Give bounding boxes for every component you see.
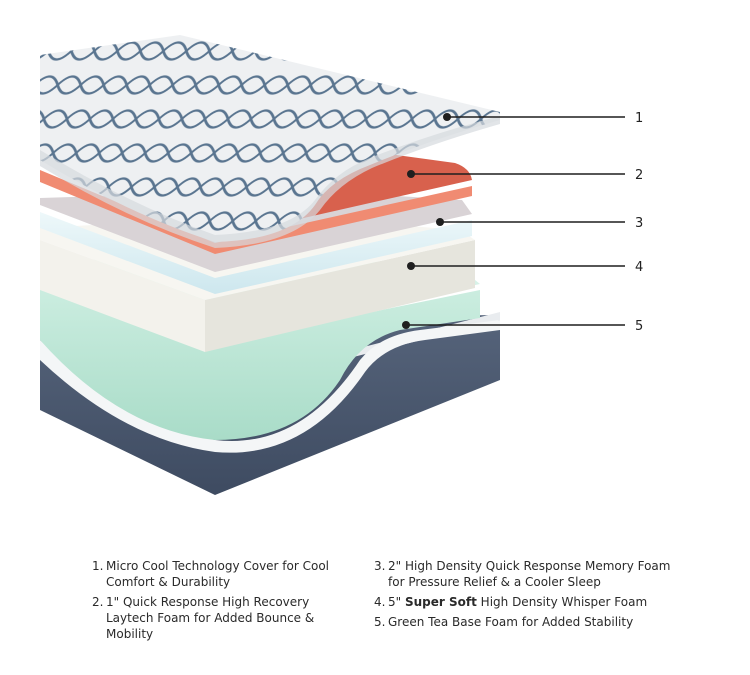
legend-text-suffix: High Density Whisper Foam — [480, 595, 648, 609]
legend-number: 5. — [374, 615, 386, 629]
legend-text: 1" Quick Response High Recovery Laytech … — [106, 595, 315, 641]
callout-1: 1 — [443, 111, 643, 126]
legend-item-3: 3. 2" High Density Quick Response Memory… — [374, 558, 674, 590]
legend-number: 1. — [92, 559, 104, 573]
legend-number: 2. — [92, 595, 104, 609]
legend-text-prefix: 5" — [388, 595, 402, 609]
callout-number-1: 1 — [635, 111, 643, 126]
legend-column-right: 3. 2" High Density Quick Response Memory… — [374, 558, 674, 634]
legend-text: Green Tea Base Foam for Added Stability — [388, 615, 634, 629]
legend-text: 2" High Density Quick Response Memory Fo… — [388, 559, 671, 589]
callout-4: 4 — [407, 260, 643, 275]
callout-number-4: 4 — [635, 260, 643, 275]
callout-3: 3 — [436, 216, 643, 231]
legend-item-4: 4. 5" Super Soft High Density Whisper Fo… — [374, 594, 674, 610]
legend-number: 4. — [374, 595, 386, 609]
legend-item-2: 2. 1" Quick Response High Recovery Layte… — [92, 594, 354, 642]
callout-number-5: 5 — [635, 319, 643, 334]
legend-text: Micro Cool Technology Cover for Cool Com… — [106, 559, 330, 589]
legend-number: 3. — [374, 559, 386, 573]
mattress-layer-diagram: 1 2 3 4 5 — [40, 35, 643, 495]
callout-number-3: 3 — [635, 216, 643, 231]
callout-2: 2 — [407, 168, 643, 183]
legend-text: 5" Super Soft High Density Whisper Foam — [388, 594, 674, 610]
legend-item-5: 5. Green Tea Base Foam for Added Stabili… — [374, 614, 674, 630]
callout-number-2: 2 — [635, 168, 643, 183]
legend-column-left: 1. Micro Cool Technology Cover for Cool … — [92, 558, 354, 646]
legend-item-1: 1. Micro Cool Technology Cover for Cool … — [92, 558, 354, 590]
micro-cool-cover-layer — [40, 35, 500, 248]
callout-5: 5 — [402, 319, 643, 334]
legend-text-bold: Super Soft — [404, 595, 477, 609]
